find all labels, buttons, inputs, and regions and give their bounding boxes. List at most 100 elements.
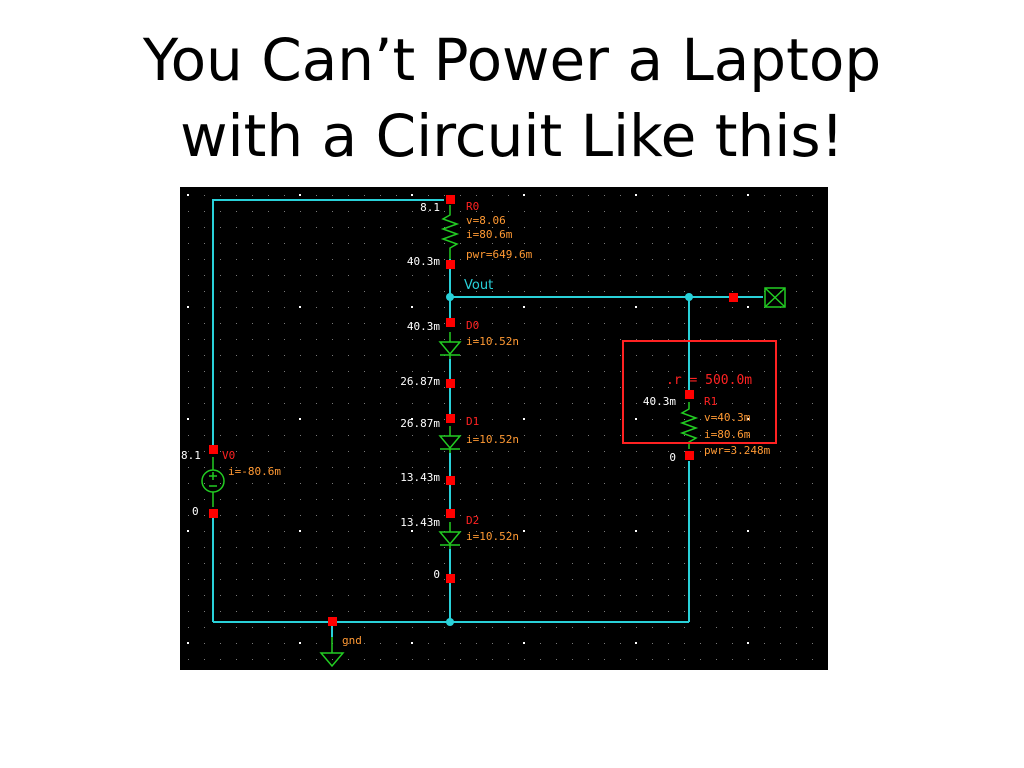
grid-dot [796,563,797,564]
grid-dot [332,195,333,196]
grid-dot [732,387,733,388]
grid-dot [620,323,621,324]
grid-dot [716,515,717,516]
grid-dot [380,259,381,260]
grid-dot [572,547,573,548]
grid-dot [236,435,237,436]
grid-dot [460,563,461,564]
grid-dot [716,467,717,468]
r0-voltage-label: v=8.06 [466,214,506,227]
grid-dot [604,387,605,388]
pin-v0-top [209,445,218,454]
grid-dot [299,306,301,308]
grid-dot [747,530,749,532]
grid-dot [492,483,493,484]
grid-dot [412,403,413,404]
grid-dot [572,211,573,212]
grid-dot [652,611,653,612]
grid-dot [284,435,285,436]
grid-dot [412,451,413,452]
grid-dot [411,306,413,308]
grid-dot [236,211,237,212]
grid-dot [796,547,797,548]
grid-dot [364,291,365,292]
grid-dot [572,227,573,228]
grid-dot [572,339,573,340]
grid-dot [652,467,653,468]
grid-dot [684,467,685,468]
grid-dot [700,515,701,516]
grid-dot [604,243,605,244]
grid-dot [476,467,477,468]
circuit-schematic: 8.1 R0 v=8.06 i=80.6m pwr=649.6m 40.3m V… [180,187,828,670]
grid-dot [428,355,429,356]
grid-dot [812,531,813,532]
grid-dot [444,275,445,276]
grid-dot [668,595,669,596]
grid-dot [620,291,621,292]
grid-dot [732,227,733,228]
pin-d2-bottom [446,574,455,583]
grid-dot [508,579,509,580]
grid-dot [764,339,765,340]
grid-dot [299,642,301,644]
grid-dot [284,195,285,196]
grid-dot [316,243,317,244]
grid-dot [700,643,701,644]
grid-dot [412,547,413,548]
grid-dot [412,627,413,628]
grid-dot [476,515,477,516]
grid-dot [396,595,397,596]
grid-dot [748,659,749,660]
grid-dot [716,451,717,452]
grid-dot [188,467,189,468]
grid-dot [556,547,557,548]
grid-dot [620,579,621,580]
grid-dot [476,195,477,196]
grid-dot [524,611,525,612]
grid-dot [428,659,429,660]
grid-dot [428,227,429,228]
grid-dot [780,259,781,260]
grid-dot [268,531,269,532]
grid-dot [444,579,445,580]
grid-dot [220,323,221,324]
grid-dot [620,531,621,532]
grid-dot [588,371,589,372]
grid-dot [380,595,381,596]
grid-dot [348,323,349,324]
grid-dot [716,259,717,260]
grid-dot [204,659,205,660]
grid-dot [668,307,669,308]
grid-dot [524,595,525,596]
grid-dot [476,211,477,212]
grid-dot [204,643,205,644]
grid-dot [268,579,269,580]
grid-dot [188,275,189,276]
grid-dot [428,243,429,244]
grid-dot [444,227,445,228]
grid-dot [780,371,781,372]
grid-dot [252,387,253,388]
grid-dot [524,211,525,212]
grid-dot [780,403,781,404]
grid-dot [204,291,205,292]
grid-dot [636,483,637,484]
grid-dot [220,659,221,660]
grid-dot [764,579,765,580]
grid-dot [332,659,333,660]
grid-dot [380,467,381,468]
grid-dot [268,451,269,452]
grid-dot [268,339,269,340]
grid-dot [716,403,717,404]
grid-dot [268,323,269,324]
grid-dot [380,243,381,244]
grid-dot [444,291,445,292]
grid-dot [796,531,797,532]
grid-dot [284,403,285,404]
grid-dot [460,227,461,228]
grid-dot [348,595,349,596]
grid-dot [236,563,237,564]
r1-name-label: R1 [704,395,717,408]
grid-dot [540,451,541,452]
